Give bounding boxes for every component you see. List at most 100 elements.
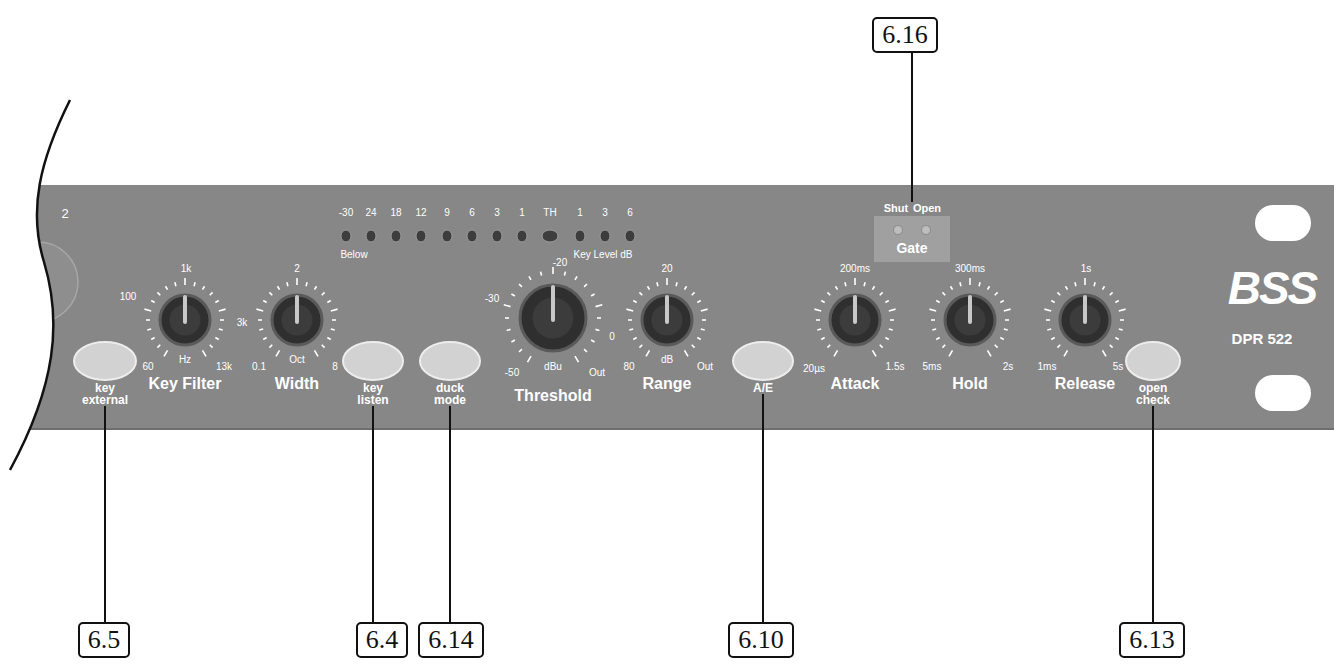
panel-label: Key Level dB: [574, 249, 633, 260]
callout-number: 6.14: [428, 625, 474, 654]
panel-label: 0: [609, 331, 615, 342]
knob-tick: [584, 284, 587, 287]
led: [416, 230, 426, 242]
knob-tick: [315, 350, 319, 356]
panel-label: Hz: [179, 354, 191, 365]
knob-tick: [979, 282, 980, 286]
panel-label: 18: [390, 207, 401, 218]
knob-tick: [166, 286, 168, 289]
knob-tick: [666, 278, 668, 285]
led: [894, 226, 903, 235]
knob-tick: [701, 309, 708, 311]
panel-label: -20: [553, 257, 567, 268]
knob-tick: [287, 282, 288, 286]
knob-tick: [596, 305, 603, 307]
knob-tick: [591, 294, 594, 296]
knob-tick: [692, 292, 695, 295]
knob-tick: [1115, 338, 1118, 340]
panel-label: Release: [1055, 375, 1116, 393]
panel-label: dB: [661, 354, 673, 365]
led: [366, 230, 376, 242]
knob-tick: [889, 329, 893, 330]
button-label: key external: [82, 382, 128, 406]
panel-label: 300ms: [955, 263, 985, 274]
panel-label: 100: [120, 291, 137, 302]
panel-label: 1: [577, 207, 583, 218]
panel-label: BSS: [1228, 261, 1317, 315]
knob-body: [830, 295, 880, 345]
knob-tick: [322, 292, 325, 295]
knob-tick: [1044, 309, 1051, 311]
knob-tick: [1119, 309, 1126, 311]
knob-tick: [278, 286, 280, 289]
panel-label: 3k: [237, 317, 248, 328]
knob-tick: [146, 319, 150, 321]
knob-tick: [814, 309, 821, 311]
knob-tick: [332, 319, 336, 321]
knob-body: [642, 295, 692, 345]
panel-label: 2s: [1003, 361, 1014, 372]
knob-tick: [931, 319, 935, 321]
knob-tick: [296, 278, 298, 285]
knob-tick: [932, 329, 936, 330]
panel-label: TH: [543, 207, 556, 218]
push-button: key listen: [338, 340, 408, 406]
panel-label: 20µs: [803, 363, 825, 374]
knob-tick: [1000, 338, 1003, 340]
knob-body: [160, 295, 210, 345]
led: [391, 230, 401, 242]
knob-tick: [164, 350, 168, 356]
push-button: open check: [1118, 340, 1188, 406]
knob-pointer: [968, 297, 972, 322]
knob-pointer: [551, 287, 555, 320]
knob-tick: [969, 278, 971, 285]
panel-label: Range: [643, 375, 692, 393]
knob-tick: [1119, 329, 1123, 330]
button-body: [1126, 342, 1180, 380]
knob-tick: [263, 338, 266, 340]
callout-box: 6.5: [78, 622, 131, 658]
panel-label: 12: [415, 207, 426, 218]
led: [600, 230, 610, 242]
callout-number: 6.5: [88, 625, 121, 654]
knob-tick: [889, 309, 896, 311]
rack-slot: [1255, 375, 1311, 411]
knob-tick: [1075, 282, 1076, 286]
panel-label: dBu: [544, 361, 562, 372]
knob-tick: [821, 301, 824, 303]
push-button: A/E: [728, 340, 798, 394]
gate-label: Gate: [896, 240, 927, 256]
knob-body: [520, 285, 586, 351]
knob-tick: [1120, 319, 1124, 321]
knob-tick: [256, 309, 263, 311]
knob-tick: [529, 276, 531, 279]
panel-label: 9: [444, 207, 450, 218]
knob-tick: [147, 329, 151, 330]
panel-label: Hold: [952, 375, 988, 393]
callout-number: 6.4: [366, 625, 399, 654]
knob-tick: [596, 329, 600, 330]
knob-tick: [1103, 350, 1107, 356]
knob-tick: [511, 294, 514, 296]
knob-tick: [864, 282, 865, 286]
button-label: A/E: [753, 382, 773, 394]
knob-tick: [194, 282, 195, 286]
led: [467, 230, 477, 242]
panel-edge: [0, 428, 1334, 430]
panel-label: -50: [505, 367, 519, 378]
knob-tick: [880, 292, 883, 295]
callout-box: 6.10: [728, 622, 794, 658]
knob-tick: [628, 319, 632, 321]
panel-label: 5s: [1113, 361, 1124, 372]
knob-tick: [639, 292, 642, 295]
knob-tick: [203, 286, 205, 289]
knob-tick: [951, 286, 953, 289]
knob-tick: [151, 301, 154, 303]
knob-tick: [215, 301, 218, 303]
knob-tick: [259, 329, 263, 330]
panel-label: 8: [332, 361, 338, 372]
button-body: [74, 342, 136, 380]
panel-label: 5ms: [923, 361, 942, 372]
knob-tick: [646, 350, 650, 356]
